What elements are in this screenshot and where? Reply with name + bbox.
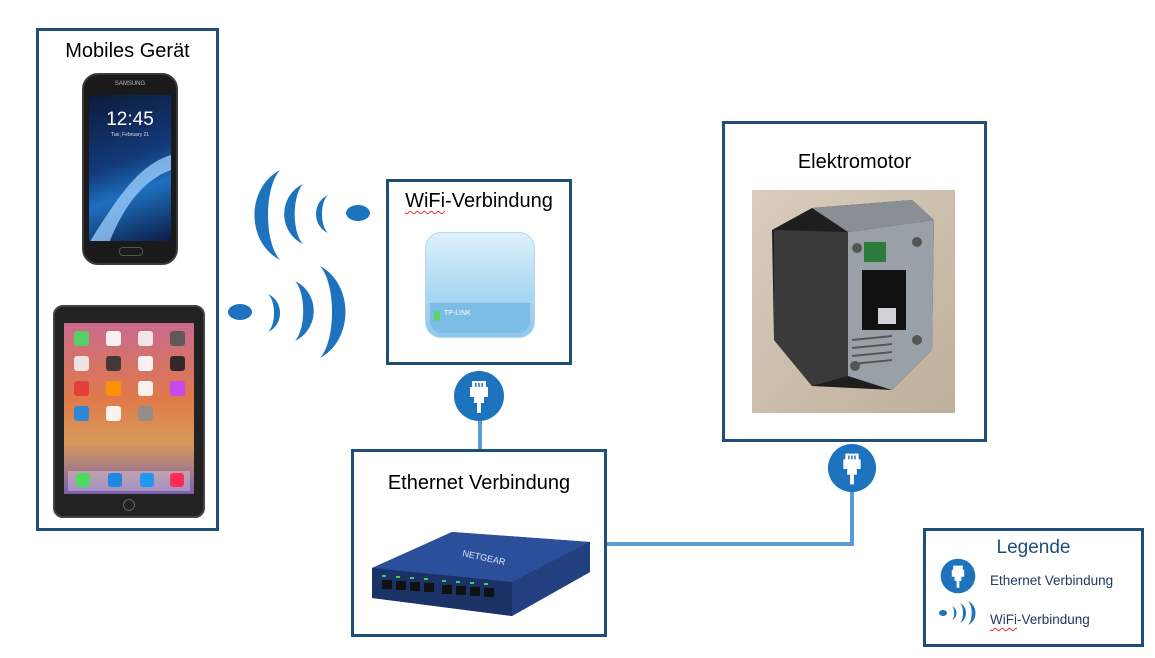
motor-image — [752, 190, 955, 413]
legend-ethernet-icon — [940, 558, 976, 594]
router-title: WiFi-Verbindung — [389, 190, 569, 213]
motor-box: Elektromotor — [722, 121, 987, 442]
phone-wallpaper-curve — [90, 155, 171, 241]
router-image: TP-LINK — [425, 232, 535, 338]
legend-title: Legende — [996, 537, 1071, 558]
ethernet-plug-icon — [827, 443, 877, 493]
router-led — [434, 311, 440, 321]
tablet-screen — [64, 323, 194, 494]
switch-box: Ethernet Verbindung NETGEAR — [351, 449, 607, 637]
motor-title: Elektromotor — [797, 151, 912, 173]
legend-wifi-icon — [939, 601, 976, 625]
router-brand: TP-LINK — [444, 310, 471, 317]
legend-wifi-label: WiFi-Verbindung — [990, 612, 1090, 627]
phone-screen: 12:45 Tue, February 21 — [89, 95, 171, 241]
router-title-wifi: WiFi — [405, 190, 446, 212]
tablet-app-grid — [68, 331, 190, 491]
smartphone-image: SAMSUNG 12:45 Tue, February 21 — [82, 73, 178, 265]
phone-brand: SAMSUNG — [114, 81, 146, 87]
router-front-panel — [430, 303, 530, 333]
tablet-image — [53, 305, 205, 518]
router-title-rest: -Verbindung — [445, 190, 553, 212]
mobile-device-title: Mobiles Gerät — [65, 40, 190, 62]
phone-time: 12:45 — [106, 109, 154, 130]
motor-drawing — [772, 200, 934, 390]
mobile-device-box: Mobiles Gerät SAMSUNG 12:45 Tue, Februar… — [36, 28, 219, 531]
legend-wifi-label-wifi: WiFi — [990, 612, 1017, 627]
ethernet-plug-icon — [454, 371, 504, 421]
switch-image: NETGEAR — [372, 532, 590, 616]
phone-home-button — [119, 247, 143, 256]
router-box: WiFi-Verbindung TP-LINK — [386, 179, 572, 365]
wifi-waves-icon — [228, 170, 370, 358]
legend-ethernet-label: Ethernet Verbindung — [990, 573, 1114, 588]
switch-motor-line — [605, 492, 854, 546]
legend-box: Legende Ethernet Verbindung WiFi-Verbind… — [923, 528, 1144, 647]
switch-title: Ethernet Verbindung — [387, 472, 571, 494]
legend-wifi-label-rest: -Verbindung — [1017, 612, 1090, 627]
tablet-home-button — [123, 499, 135, 511]
phone-date: Tue, February 21 — [110, 132, 150, 138]
